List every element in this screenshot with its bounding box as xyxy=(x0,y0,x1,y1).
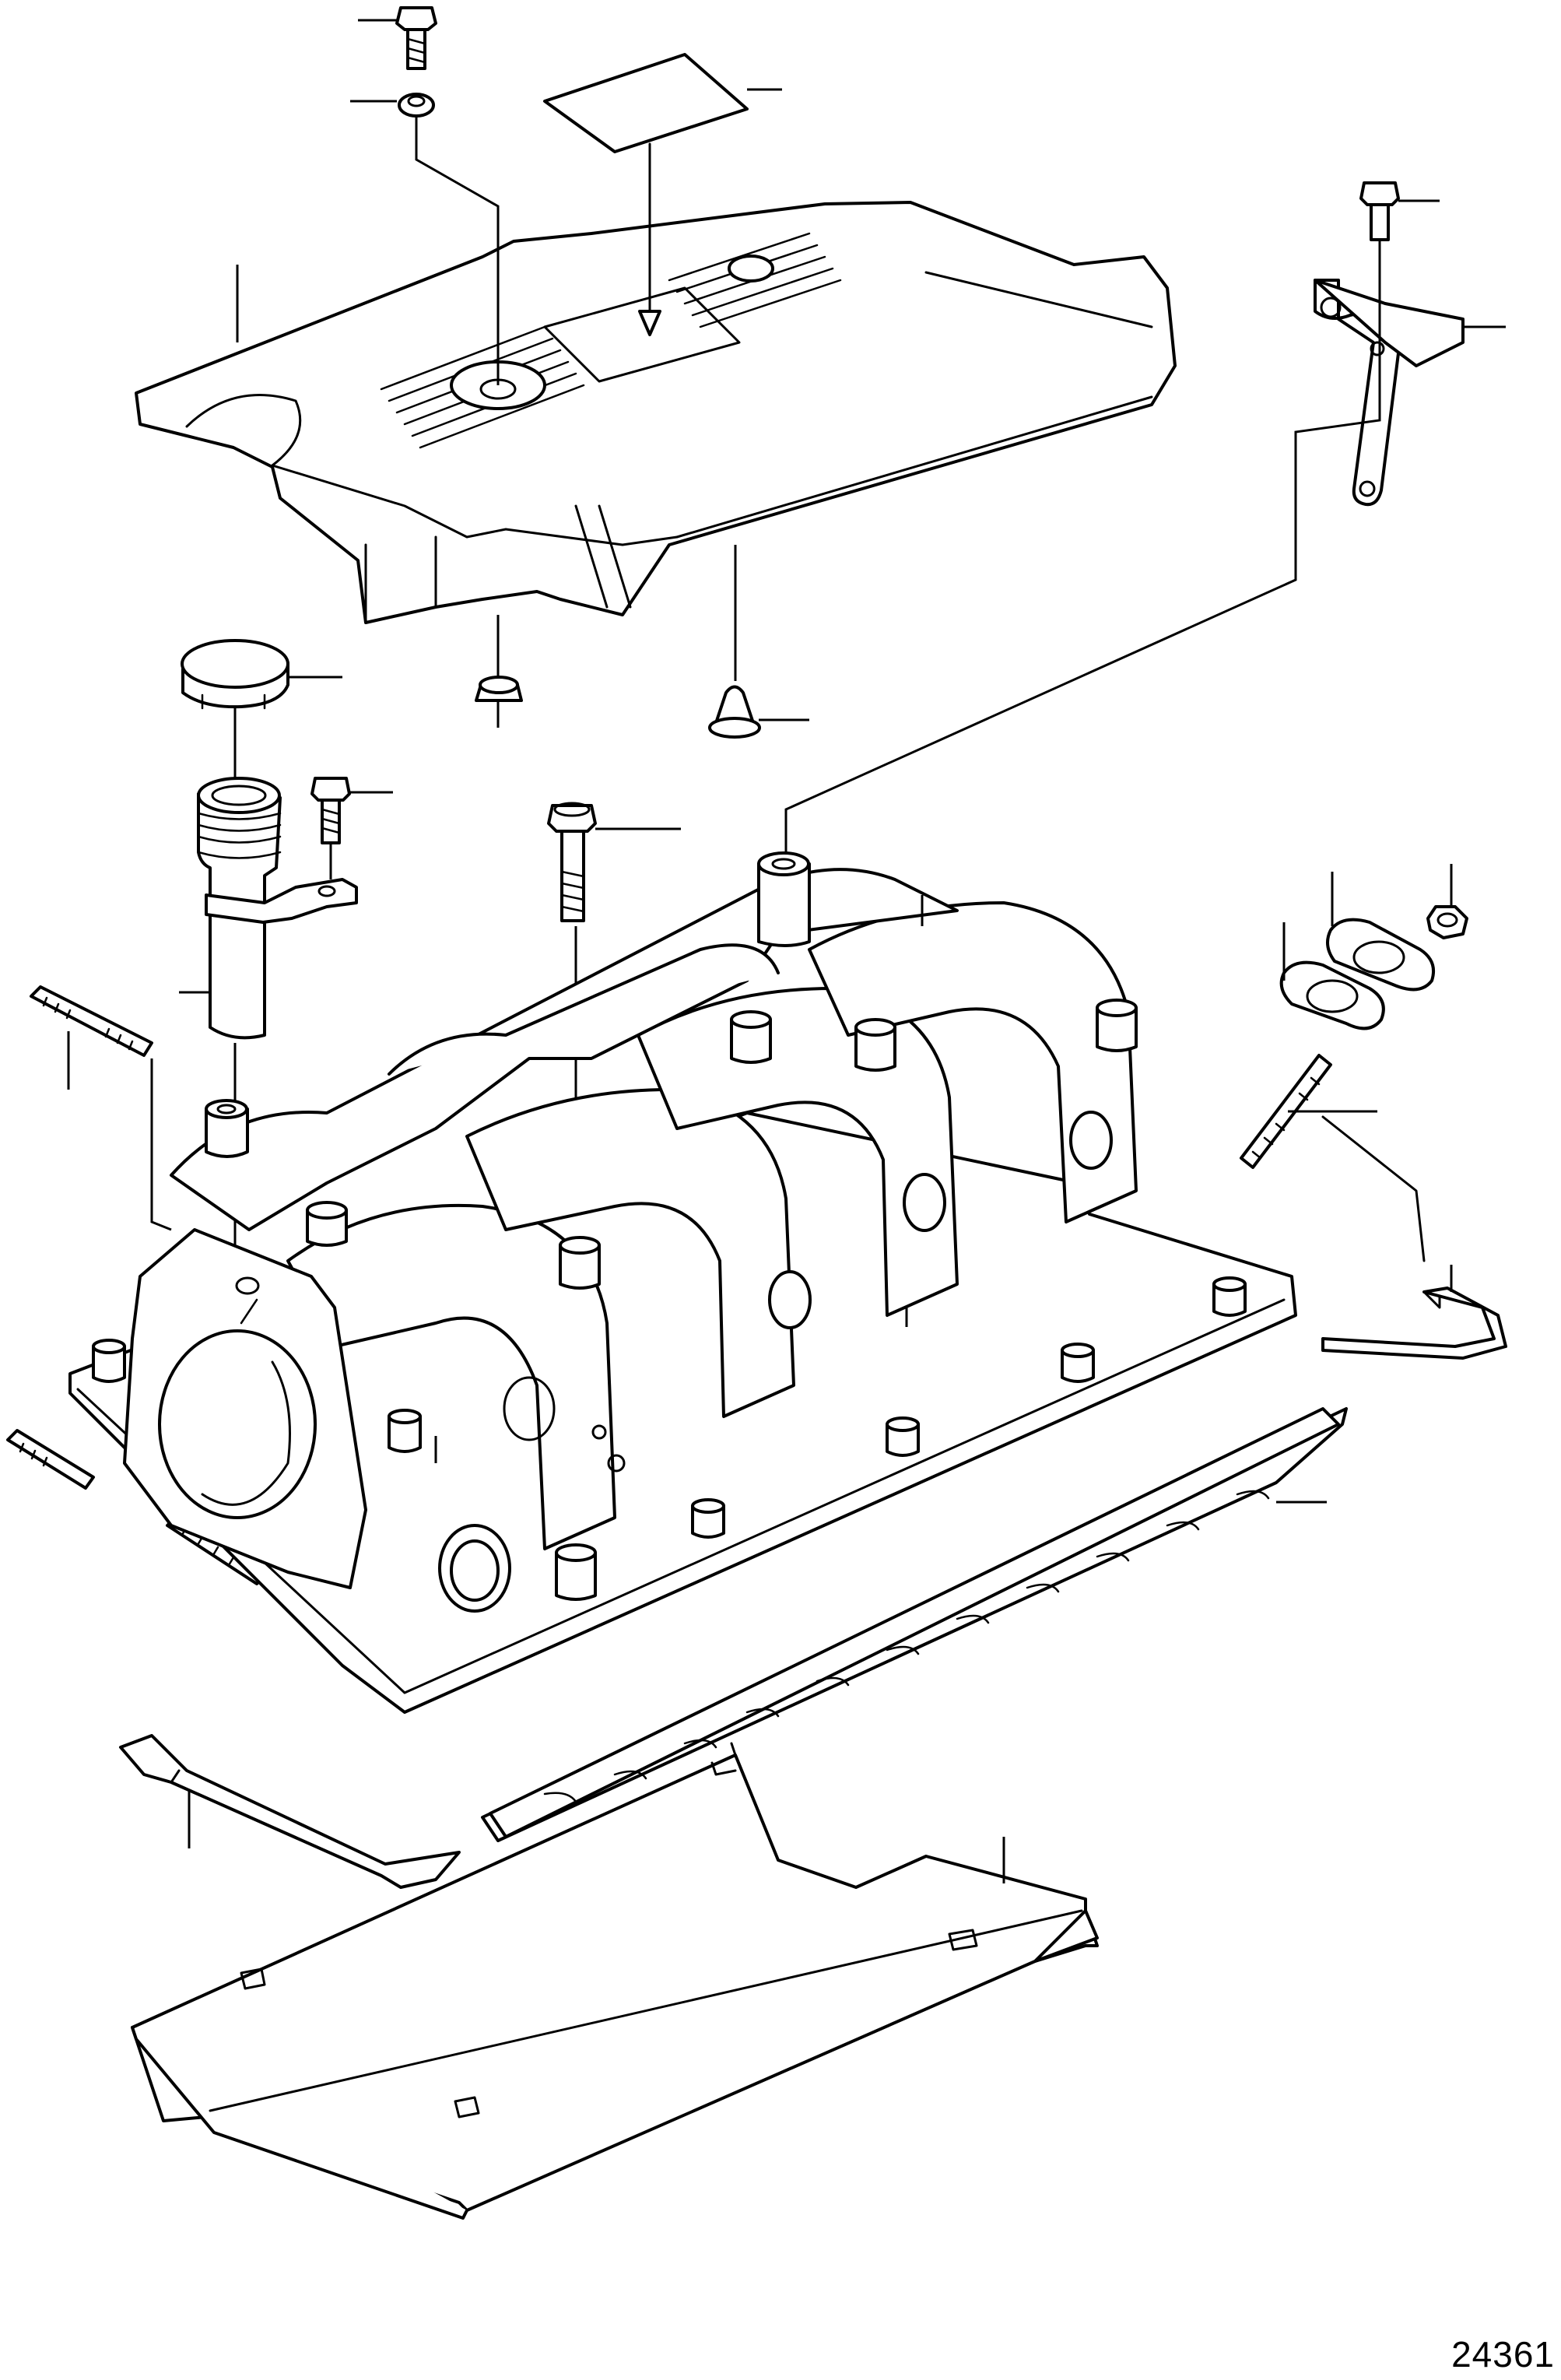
cover-washer xyxy=(350,93,500,385)
stud-left-upper xyxy=(30,985,172,1231)
label-sticker xyxy=(543,53,782,153)
rubber-grommet xyxy=(475,676,523,702)
dipstick-tube xyxy=(1321,1115,1507,1360)
flange-gasket xyxy=(1279,922,1385,1030)
heat-shield-tray xyxy=(131,1742,1099,2220)
intake-manifold xyxy=(68,851,1297,1714)
manifold-gasket xyxy=(481,1407,1348,1842)
rubber-stud xyxy=(708,685,809,739)
bracket-bolt xyxy=(1359,181,1440,241)
arrow-indicator xyxy=(638,142,661,336)
filler-bolt xyxy=(310,777,393,879)
stud-left-lower xyxy=(6,1429,95,1490)
cover-bolt xyxy=(358,6,437,70)
strap-bracket xyxy=(119,1734,461,1889)
mounting-bracket xyxy=(1314,279,1506,507)
figure-reference-number: 24361 xyxy=(1451,2334,1555,2375)
flange-nut xyxy=(1426,864,1468,939)
oil-filler-tube xyxy=(179,777,358,1040)
stud-right xyxy=(1240,1054,1377,1169)
engine-cover xyxy=(135,201,1177,624)
oil-filler-cap xyxy=(181,639,342,710)
flange-plate xyxy=(1326,872,1436,992)
